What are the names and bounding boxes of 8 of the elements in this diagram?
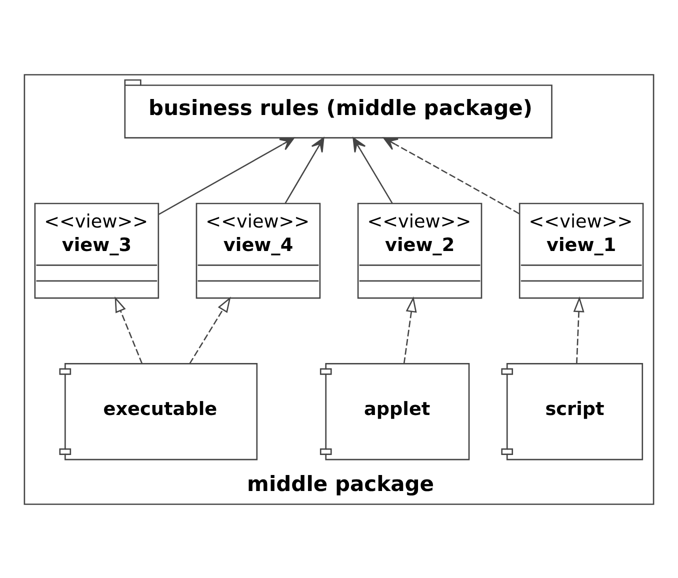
arrow (403, 296, 417, 364)
arrow (114, 296, 143, 364)
arrow (383, 136, 520, 214)
arrow (284, 136, 324, 204)
arrow (352, 136, 393, 204)
arrow (573, 296, 584, 364)
arrow (189, 296, 231, 364)
arrow (158, 136, 295, 214)
